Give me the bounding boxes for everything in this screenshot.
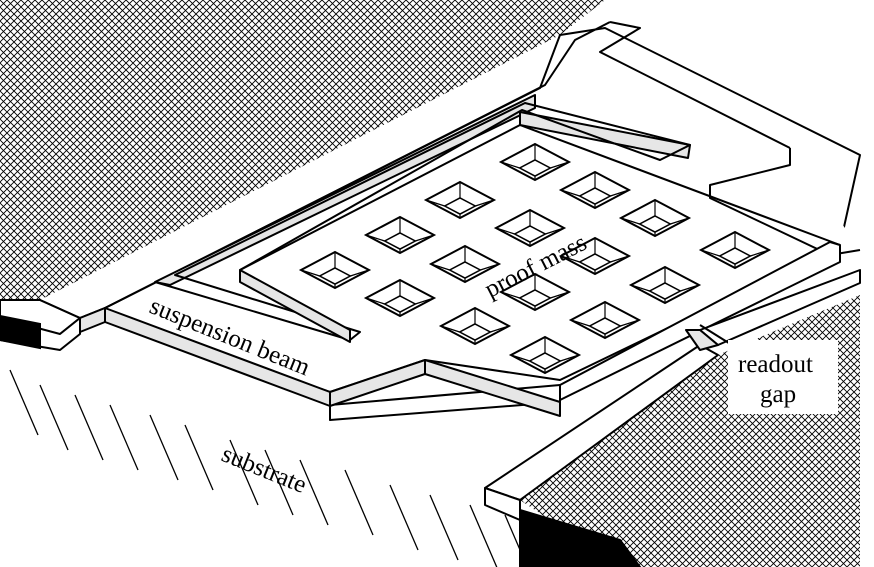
etch-hole-edge	[620, 217, 640, 225]
etch-hole-edge	[610, 255, 630, 263]
substrate-hatch-line	[149, 414, 179, 481]
etch-hole-edge	[350, 269, 370, 277]
inner-cavity	[154, 94, 691, 343]
etch-hole-edge	[550, 291, 570, 299]
etch-hole-edge	[620, 319, 640, 327]
etch-hole-edge	[550, 161, 570, 169]
substrate-hatch-line	[429, 494, 459, 561]
etch-hole-edge	[440, 325, 460, 333]
etch-hole-edge	[610, 189, 630, 197]
substrate-hatch-line	[9, 369, 39, 436]
etch-hole-edge	[500, 161, 520, 169]
substrate-hatch-line	[469, 504, 498, 567]
substrate-hatch-line	[74, 394, 104, 461]
etch-hole-edge	[560, 255, 580, 263]
substrate-hatch-line	[389, 484, 419, 551]
etch-hole-edge	[475, 199, 495, 207]
etch-hole-edge	[500, 291, 520, 299]
anchor-region-top-left	[0, 0, 605, 300]
substrate-hatch-line	[264, 449, 294, 516]
etch-hole-edge	[490, 325, 510, 333]
substrate-hatch-line	[229, 439, 259, 506]
substrate-hatch-line	[39, 384, 69, 451]
proof-mass	[239, 124, 841, 271]
etch-hole-edge	[495, 227, 515, 235]
substrate-hatch-line	[299, 459, 329, 526]
etch-hole-edge	[680, 284, 700, 292]
etch-hole-edge	[670, 217, 690, 225]
etch-hole-edge	[300, 269, 320, 277]
anchor-ledge-right	[484, 269, 861, 567]
etch-hole-edge	[415, 297, 435, 305]
etch-hole-edge	[570, 319, 590, 327]
etch-hole-edge	[430, 263, 450, 271]
etch-hole-edge	[480, 263, 500, 271]
etch-holes	[298, 142, 772, 375]
suspension-beam	[79, 307, 561, 417]
substrate-hatch-line	[109, 404, 139, 471]
label-readout-gap: readout gap	[728, 340, 838, 414]
etch-hole-edge	[415, 234, 435, 242]
readout-label-line1: readout	[738, 351, 813, 378]
etch-hole-edge	[365, 234, 385, 242]
anchor-ledge-left	[0, 299, 81, 351]
etch-hole-edge	[545, 227, 565, 235]
etch-hole-edge	[560, 189, 580, 197]
etch-hole-edge	[630, 284, 650, 292]
etch-hole-edge	[750, 249, 770, 257]
etch-hole-edge	[425, 199, 445, 207]
readout-label-line2: gap	[760, 381, 796, 408]
etch-hole-edge	[700, 249, 720, 257]
substrate-hatch-line	[184, 424, 214, 491]
etch-hole-edge	[560, 354, 580, 362]
etch-hole-edge	[510, 354, 530, 362]
etch-hole-edge	[365, 297, 385, 305]
substrate-hatch-line	[344, 469, 374, 536]
